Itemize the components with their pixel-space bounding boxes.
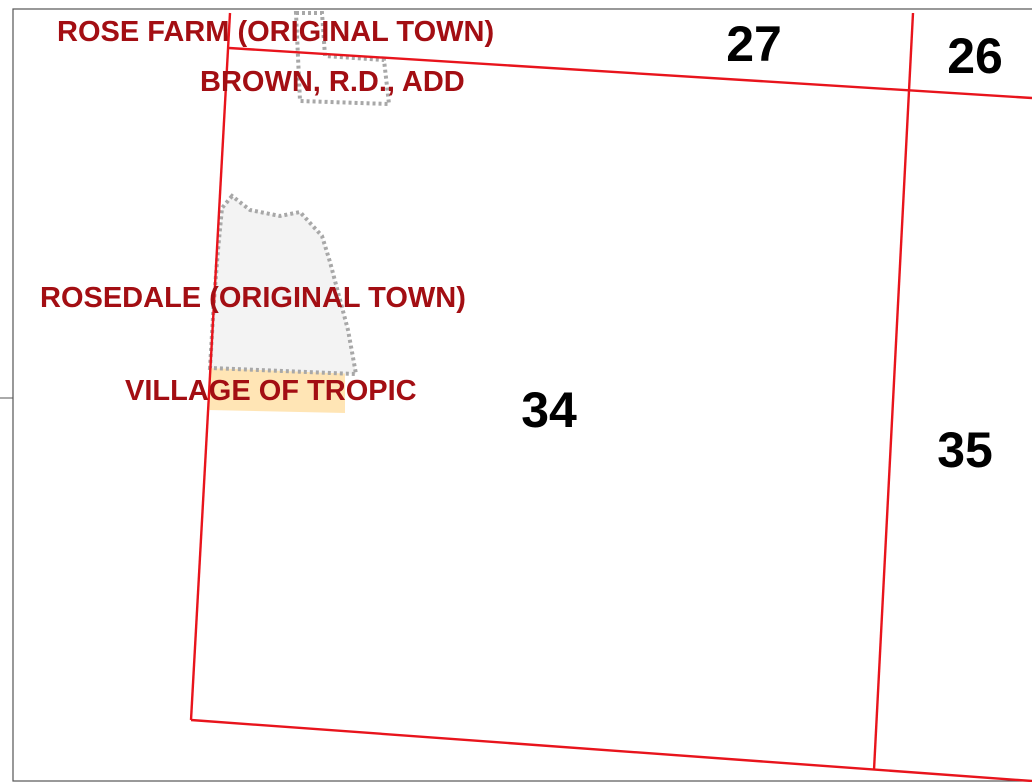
section-lines [189,12,1032,782]
section-line-west [189,12,232,721]
section-number-34: 34 [521,382,577,438]
label-rose-farm: ROSE FARM (ORIGINAL TOWN) [57,16,494,48]
section-number-35: 35 [937,422,993,478]
village-of-tropic-area [208,368,345,413]
label-brown-rd-add: BROWN, R.D., ADD [200,66,465,98]
section-line-top [228,46,1032,100]
brown-rd-add-subdivision [293,11,392,107]
section-number-27: 27 [726,16,782,72]
rosedale-subdivision [207,193,359,377]
label-rosedale: ROSEDALE (ORIGINAL TOWN) [40,282,466,314]
section-line-bottom [190,718,1032,782]
section-number-26: 26 [947,28,1003,84]
label-village-of-tropic: VILLAGE OF TROPIC [125,375,417,407]
section-line-east [872,12,915,771]
map-frame [12,8,1032,782]
